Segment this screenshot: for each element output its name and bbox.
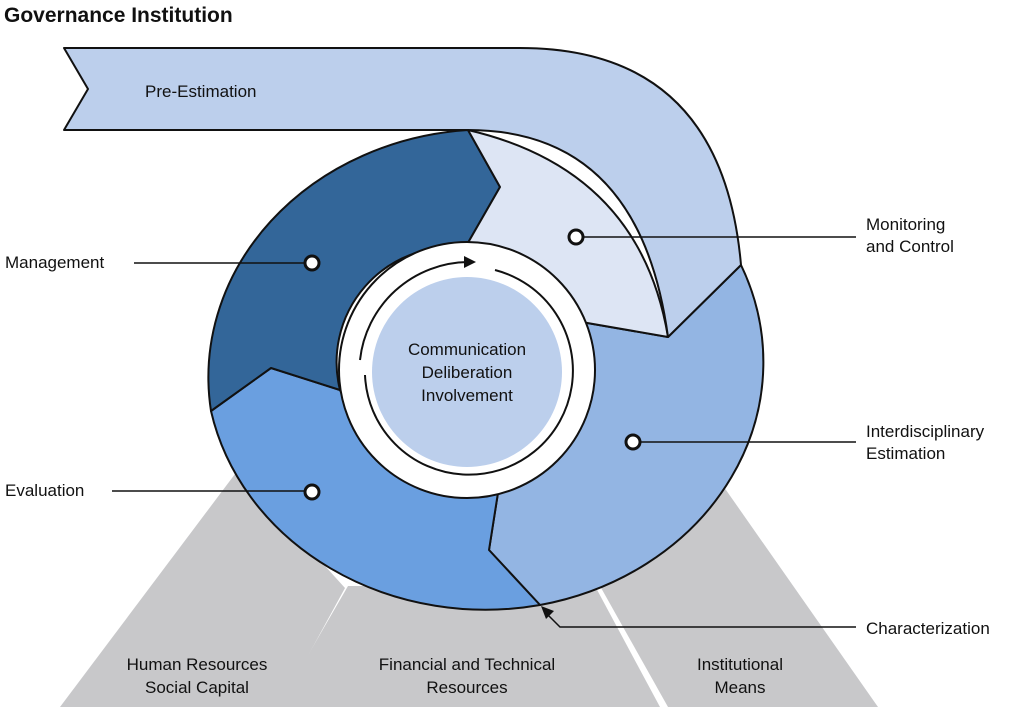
leader-characterization [546, 613, 856, 628]
label-management: Management [5, 253, 105, 272]
foundation-institutional-line2: Means [714, 678, 765, 697]
foundation-human-line2: Social Capital [145, 678, 249, 697]
cycle-arrow-inner [364, 269, 574, 476]
marker-interdisciplinary [624, 433, 642, 451]
center-line-deliberation: Deliberation [422, 363, 513, 382]
label-monitoring-line1: Monitoring [866, 215, 945, 234]
pre-estimation-label: Pre-Estimation [145, 82, 256, 101]
characterization-arrowhead-icon [541, 606, 554, 619]
center-disc [372, 277, 562, 467]
label-monitoring-line2: and Control [866, 237, 954, 256]
foundation-human-line1: Human Resources [127, 655, 268, 674]
foundation-financial-line2: Resources [426, 678, 507, 697]
label-interdisciplinary-line1: Interdisciplinary [866, 422, 985, 441]
foundation-financial-line1: Financial and Technical [379, 655, 555, 674]
segment-management [207, 129, 501, 412]
marker-monitoring [567, 228, 585, 246]
center-line-involvement: Involvement [421, 386, 513, 405]
diagram-title: Governance Institution [4, 4, 233, 27]
cycle-arrow-outer [359, 261, 469, 361]
marker-management [303, 254, 321, 272]
center-line-communication: Communication [408, 340, 526, 359]
marker-evaluation [303, 483, 321, 501]
leaders [112, 228, 856, 628]
label-evaluation: Evaluation [5, 481, 84, 500]
cycle-arrowhead-icon [464, 256, 476, 268]
label-interdisciplinary-line2: Estimation [866, 444, 945, 463]
foundation-human-resources [60, 470, 345, 707]
center-hub: Communication Deliberation Involvement [338, 241, 596, 499]
foundation-financial-technical [278, 586, 660, 707]
pre-estimation-arrow [63, 47, 742, 338]
label-characterization: Characterization [866, 619, 990, 638]
foundation-institutional-line1: Institutional [697, 655, 783, 674]
